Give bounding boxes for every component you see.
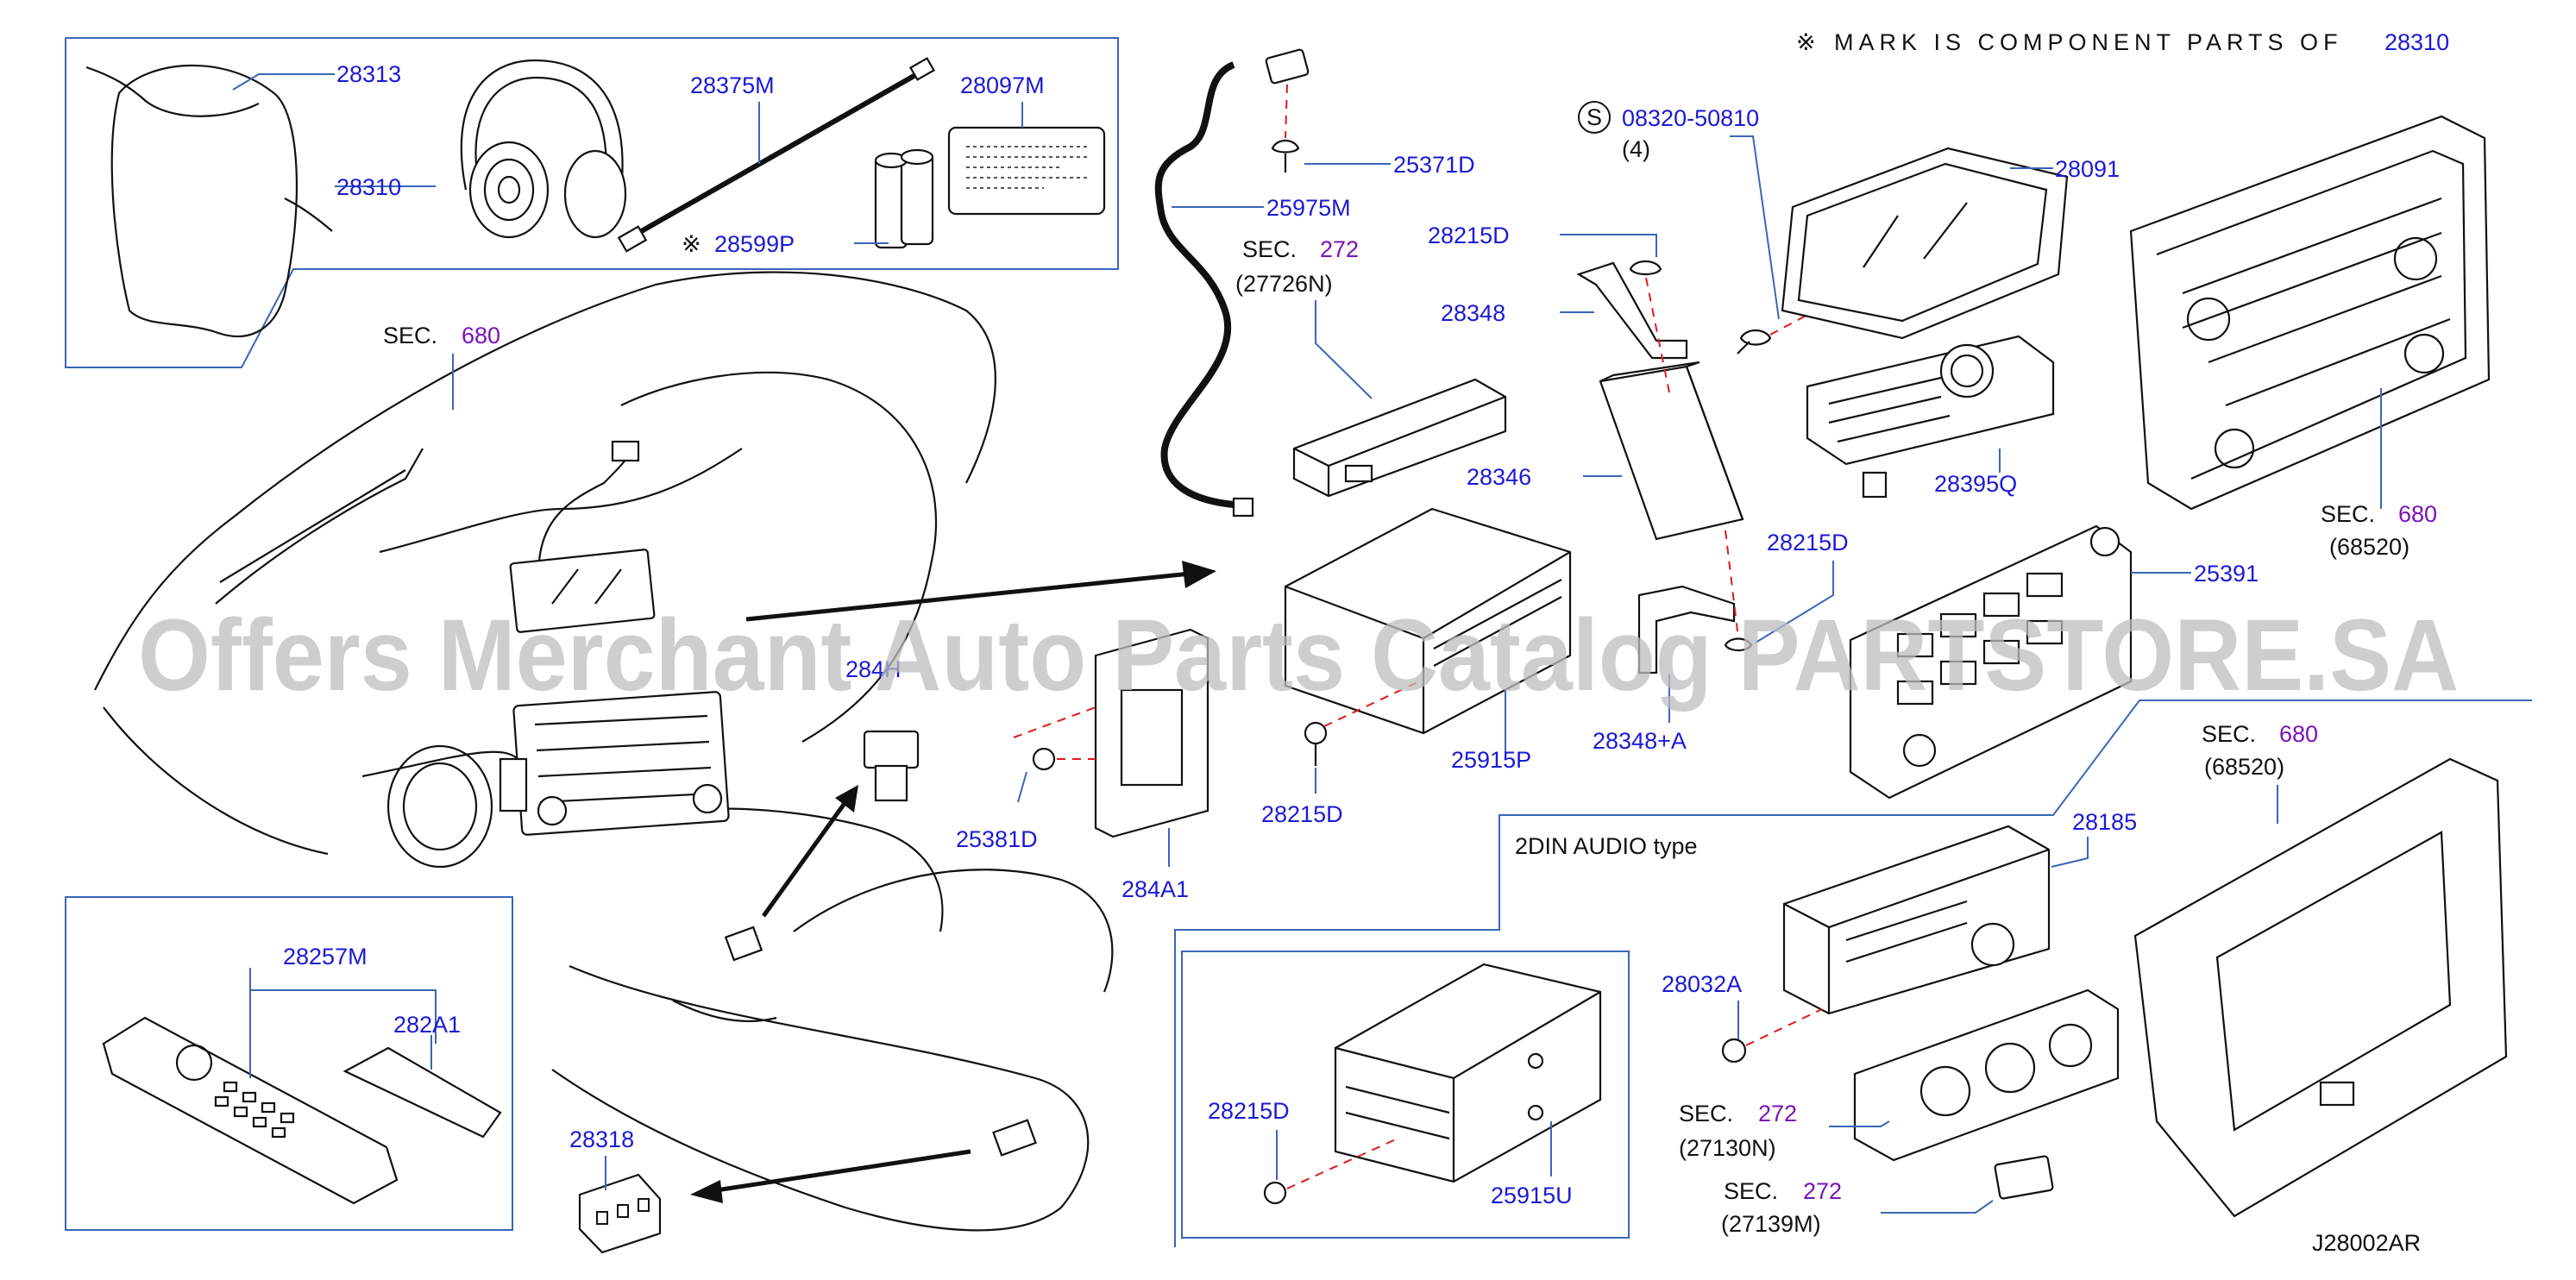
variant-2din-group: 2DIN AUDIO type 28215D 25915U 28185 2803… xyxy=(1174,700,2532,1247)
sec-ref-68520b: (68520) xyxy=(2329,534,2410,560)
label-card-drawing xyxy=(947,126,1106,216)
label-282A1: 282A1 xyxy=(393,1012,461,1038)
screw-s-icon: S xyxy=(1586,104,1602,130)
main-unit-25915P-group: 25915P 28215D xyxy=(1261,507,1572,827)
label-28185: 28185 xyxy=(2072,809,2137,835)
header-note-part: 28310 xyxy=(2384,29,2449,55)
sec-number-680b: 680 xyxy=(2398,501,2437,527)
control-panel-28395Q-group: 28395Q xyxy=(1806,335,2055,499)
label-25371D: 25371D xyxy=(1393,152,1475,178)
label-25391: 25391 xyxy=(2194,561,2259,587)
label-25975M: 25975M xyxy=(1266,195,1351,221)
sec-ref-27139M: (27139M) xyxy=(1721,1211,1821,1237)
label-28310: 28310 xyxy=(336,174,401,200)
usb-284H-group: 284H xyxy=(845,656,920,802)
sec-number-272c: 272 xyxy=(1803,1178,1842,1204)
batteries-drawing xyxy=(874,148,934,249)
pointer-arrows xyxy=(690,561,1216,1203)
finisher-68520-top-group: SEC. 680 (68520) xyxy=(2129,115,2491,560)
remote-group: 28257M 282A1 xyxy=(65,896,513,1231)
label-28599P: 28599P xyxy=(714,231,795,257)
sec-label-272b: SEC. xyxy=(1679,1101,1733,1126)
storage-bag-drawing xyxy=(110,64,298,337)
mark-symbol-icon-header: ※ xyxy=(1796,29,1816,55)
dashboard-drawing xyxy=(94,271,1114,1232)
display-28091-group: S 08320-50810 (4) 28091 xyxy=(1578,101,2120,355)
variant-label: 2DIN AUDIO type xyxy=(1515,833,1698,859)
label-25381D: 25381D xyxy=(956,826,1038,852)
label-284H: 284H xyxy=(845,656,902,682)
label-284A1: 284A1 xyxy=(1122,876,1189,902)
label-28375M: 28375M xyxy=(690,72,775,98)
jack-28318-group: 28318 xyxy=(569,1126,662,1254)
sec-ref-27726N: (27726N) xyxy=(1235,271,1333,297)
label-28091: 28091 xyxy=(2055,156,2120,182)
label-28346: 28346 xyxy=(1467,464,1531,490)
headphones-drawing xyxy=(460,59,627,239)
label-28348A: 28348+A xyxy=(1593,728,1687,754)
sec-label-272c: SEC. xyxy=(1724,1178,1778,1204)
label-28318: 28318 xyxy=(569,1126,634,1152)
header-note: ※ MARK IS COMPONENT PARTS OF 28310 xyxy=(1796,29,2449,55)
label-28257M: 28257M xyxy=(283,944,368,969)
sec-ref-27130N: (27130N) xyxy=(1679,1135,1776,1161)
bracket-284A1-group: 25381D 284A1 xyxy=(956,628,1209,902)
switch-panel-25391-group: 25391 xyxy=(1849,524,2259,800)
harness-drawing: 25371D 25975M xyxy=(1154,48,1475,518)
box-28346-group: 28215D 28348 28346 28215D 28348+A xyxy=(1428,223,1849,754)
label-28097M: 28097M xyxy=(960,72,1045,98)
sec-label-680c: SEC. xyxy=(2202,721,2256,747)
mark-symbol-icon: ※ xyxy=(682,231,701,257)
label-25915U: 25915U xyxy=(1491,1183,1573,1208)
sec-ref-68520c: (68520) xyxy=(2204,754,2284,780)
label-28215D-b: 28215D xyxy=(1767,530,1849,555)
header-note-text: MARK IS COMPONENT PARTS OF xyxy=(1834,29,2343,55)
label-25915P: 25915P xyxy=(1451,747,1531,773)
label-28215D-a: 28215D xyxy=(1428,223,1510,248)
label-28215D-d: 28215D xyxy=(1208,1098,1290,1124)
diagram-code: J28002AR xyxy=(2312,1230,2421,1256)
label-28215D-c: 28215D xyxy=(1261,801,1343,827)
label-28313: 28313 xyxy=(336,61,401,87)
sec-number-680a: 680 xyxy=(462,323,500,348)
sec-number-272b: 272 xyxy=(1758,1101,1797,1126)
sec-number-680c: 680 xyxy=(2279,721,2318,747)
sec-label-680a: SEC. xyxy=(383,323,437,348)
module-27726N-group: SEC. 272 (27726N) xyxy=(1235,236,1507,498)
label-08320-qty: (4) xyxy=(1622,136,1650,162)
audio-cable-drawing xyxy=(637,68,925,235)
label-08320-50810: 08320-50810 xyxy=(1622,105,1759,131)
label-28348: 28348 xyxy=(1441,300,1505,326)
accessory-kit-group: 28313 28310 28375M 28097M ※ 28599P xyxy=(65,37,1119,368)
label-28032A: 28032A xyxy=(1662,971,1742,997)
sec-label-272a: SEC. xyxy=(1242,236,1297,262)
watermark-text: Offers Merchant Auto Parts Catalog PARTS… xyxy=(138,599,2459,712)
sec-number-272a: 272 xyxy=(1320,236,1359,262)
label-28395Q: 28395Q xyxy=(1934,471,2017,497)
sec-label-680b: SEC. xyxy=(2321,501,2375,527)
